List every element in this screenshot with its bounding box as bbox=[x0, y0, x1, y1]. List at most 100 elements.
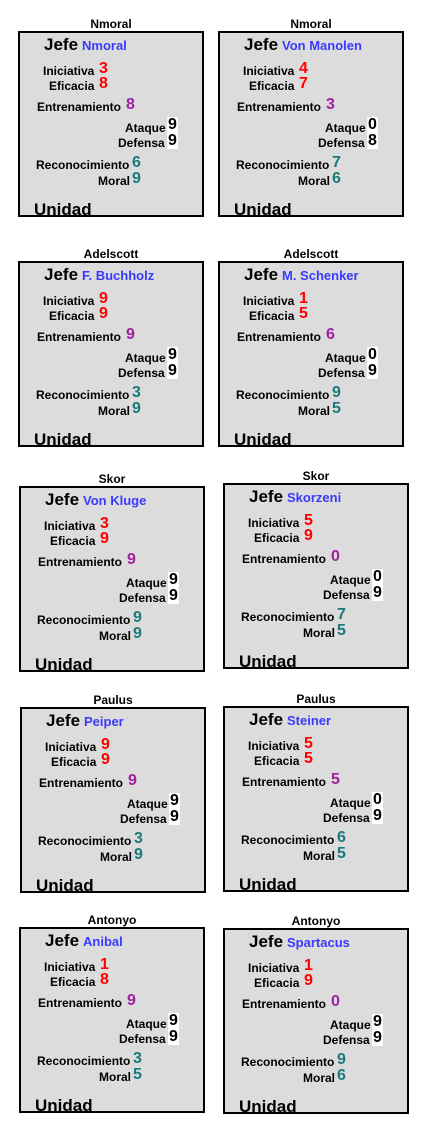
defensa-label: Defensa bbox=[323, 588, 370, 602]
ataque-label: Ataque bbox=[127, 797, 168, 811]
jefe-label: Jefe bbox=[45, 490, 80, 509]
reconocimiento-value: 7 bbox=[337, 606, 346, 623]
iniciativa-label: Iniciativa bbox=[243, 64, 295, 78]
unidad-label: Unidad bbox=[239, 652, 297, 671]
iniciativa-label: Iniciativa bbox=[44, 519, 96, 533]
unidad-label: Unidad bbox=[239, 1097, 297, 1116]
entrenamiento-value: 9 bbox=[127, 551, 136, 568]
player-name: Nmoral bbox=[290, 17, 332, 31]
entrenamiento-value: 3 bbox=[326, 96, 335, 113]
unidad-label: Unidad bbox=[36, 876, 94, 895]
eficacia-value: 9 bbox=[100, 530, 109, 547]
moral-value: 5 bbox=[337, 845, 346, 862]
ataque-label: Ataque bbox=[330, 573, 371, 587]
jefe-label: Jefe bbox=[249, 932, 284, 951]
moral-label: Moral bbox=[99, 629, 132, 643]
reconocimiento-label: Reconocimiento bbox=[38, 834, 132, 848]
entrenamiento-label: Entrenamiento bbox=[237, 330, 322, 344]
eficacia-label: Eficacia bbox=[254, 976, 300, 990]
reconocimiento-label: Reconocimiento bbox=[37, 1054, 131, 1068]
ataque-label: Ataque bbox=[126, 1017, 167, 1031]
eficacia-label: Eficacia bbox=[51, 755, 97, 769]
iniciativa-label: Iniciativa bbox=[43, 64, 95, 78]
unidad-label: Unidad bbox=[35, 1096, 93, 1115]
moral-label: Moral bbox=[303, 1071, 336, 1085]
ataque-label: Ataque bbox=[325, 121, 366, 135]
iniciativa-value: 1 bbox=[304, 957, 313, 974]
player-name: Paulus bbox=[93, 693, 133, 707]
moral-label: Moral bbox=[100, 850, 133, 864]
jefe-label: Jefe bbox=[45, 931, 80, 950]
defensa-label: Defensa bbox=[118, 366, 165, 380]
moral-label: Moral bbox=[99, 1070, 132, 1084]
moral-value: 5 bbox=[337, 622, 346, 639]
player-name: Antonyo bbox=[291, 914, 341, 928]
defensa-label: Defensa bbox=[119, 591, 166, 605]
eficacia-value: 9 bbox=[304, 527, 313, 544]
jefe-label: Jefe bbox=[244, 35, 279, 54]
iniciativa-label: Iniciativa bbox=[243, 294, 295, 308]
player-name: Adelscott bbox=[83, 247, 139, 261]
defensa-label: Defensa bbox=[323, 811, 370, 825]
eficacia-value: 9 bbox=[304, 972, 313, 989]
reconocimiento-label: Reconocimiento bbox=[241, 610, 335, 624]
eficacia-value: 7 bbox=[299, 75, 308, 92]
defensa-value: 9 bbox=[168, 1028, 179, 1045]
eficacia-label: Eficacia bbox=[50, 975, 96, 989]
leader-name: Anibal bbox=[83, 934, 123, 949]
unit-card: Jefe Nmoral Iniciativa 3 Eficacia 8 Entr… bbox=[18, 31, 204, 219]
ataque-value: 9 bbox=[167, 346, 178, 363]
reconocimiento-label: Reconocimiento bbox=[241, 1055, 335, 1069]
reconocimiento-value: 6 bbox=[132, 154, 141, 171]
leader-name: Von Kluge bbox=[83, 493, 147, 508]
moral-label: Moral bbox=[298, 174, 331, 188]
entrenamiento-value: 0 bbox=[331, 548, 340, 565]
iniciativa-label: Iniciativa bbox=[44, 960, 96, 974]
ataque-value: 0 bbox=[372, 791, 383, 808]
moral-value: 9 bbox=[132, 400, 141, 417]
moral-value: 6 bbox=[337, 1067, 346, 1084]
eficacia-label: Eficacia bbox=[249, 309, 295, 323]
defensa-value: 9 bbox=[372, 807, 383, 824]
moral-label: Moral bbox=[303, 849, 336, 863]
eficacia-label: Eficacia bbox=[49, 309, 95, 323]
defensa-value: 9 bbox=[372, 1029, 383, 1046]
reconocimiento-value: 7 bbox=[332, 154, 341, 171]
player-name: Paulus bbox=[296, 692, 336, 706]
leader-name: Nmoral bbox=[82, 38, 127, 53]
moral-label: Moral bbox=[303, 626, 336, 640]
eficacia-value: 5 bbox=[304, 750, 313, 767]
player-name: Antonyo bbox=[87, 913, 137, 927]
player-name: Nmoral bbox=[90, 17, 132, 31]
defensa-label: Defensa bbox=[118, 136, 165, 150]
unidad-label: Unidad bbox=[34, 200, 92, 219]
ataque-label: Ataque bbox=[330, 796, 371, 810]
reconocimiento-value: 3 bbox=[133, 1050, 142, 1067]
eficacia-label: Eficacia bbox=[254, 754, 300, 768]
reconocimiento-value: 6 bbox=[337, 829, 346, 846]
entrenamiento-value: 8 bbox=[126, 96, 135, 113]
unit-card: Jefe Peiper Iniciativa 9 Eficacia 9 Entr… bbox=[20, 707, 206, 895]
iniciativa-value: 1 bbox=[100, 956, 109, 973]
ataque-value: 0 bbox=[372, 568, 383, 585]
leader-name: F. Buchholz bbox=[82, 268, 155, 283]
reconocimiento-label: Reconocimiento bbox=[37, 613, 131, 627]
entrenamiento-value: 9 bbox=[127, 992, 136, 1009]
defensa-label: Defensa bbox=[323, 1033, 370, 1047]
eficacia-value: 9 bbox=[101, 751, 110, 768]
moral-value: 6 bbox=[332, 170, 341, 187]
entrenamiento-value: 6 bbox=[326, 326, 335, 343]
eficacia-value: 5 bbox=[299, 305, 308, 322]
defensa-label: Defensa bbox=[318, 366, 365, 380]
ataque-value: 0 bbox=[367, 116, 378, 133]
unit-card: Jefe Von Kluge Iniciativa 3 Eficacia 9 E… bbox=[19, 486, 205, 674]
eficacia-label: Eficacia bbox=[249, 79, 295, 93]
ataque-label: Ataque bbox=[325, 351, 366, 365]
ataque-label: Ataque bbox=[330, 1018, 371, 1032]
iniciativa-value: 3 bbox=[99, 60, 108, 77]
entrenamiento-value: 9 bbox=[126, 326, 135, 343]
reconocimiento-label: Reconocimiento bbox=[236, 158, 330, 172]
eficacia-value: 9 bbox=[99, 305, 108, 322]
iniciativa-value: 9 bbox=[101, 736, 110, 753]
unidad-label: Unidad bbox=[35, 655, 93, 674]
